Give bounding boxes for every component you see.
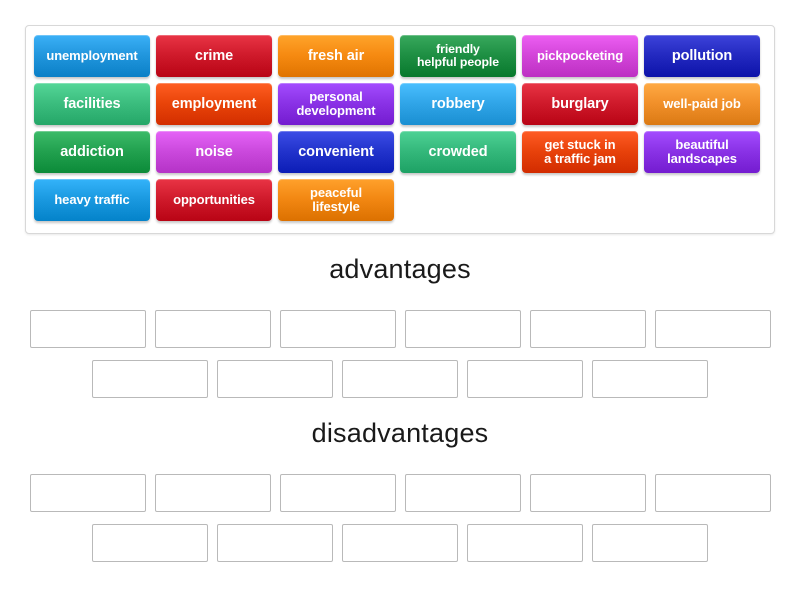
word-tile[interactable]: fresh air	[278, 35, 394, 77]
dropzone-slot[interactable]	[404, 310, 521, 348]
category-advantages: advantages	[0, 252, 800, 398]
dropzone-slot[interactable]	[654, 310, 771, 348]
word-tile-label: addiction	[60, 143, 124, 160]
word-tile[interactable]: facilities	[34, 83, 150, 125]
word-tile[interactable]: robbery	[400, 83, 516, 125]
word-tile-label: unemployment	[46, 48, 138, 63]
word-tile[interactable]: employment	[156, 83, 272, 125]
word-tile-label: burglary	[551, 95, 609, 112]
dropzone-slot[interactable]	[92, 360, 208, 398]
word-tile[interactable]: crowded	[400, 131, 516, 173]
word-tile[interactable]: well-paid job	[644, 83, 760, 125]
word-tile[interactable]: opportunities	[156, 179, 272, 221]
word-tile-label: fresh air	[307, 47, 365, 64]
dropzone-slot[interactable]	[279, 310, 396, 348]
word-tile-label: convenient	[298, 143, 374, 160]
word-tile-label: beautiful landscapes	[667, 137, 737, 166]
word-tile-label: get stuck in a traffic jam	[544, 137, 616, 166]
category-disadvantages: disadvantages	[0, 416, 800, 562]
word-tile[interactable]: heavy traffic	[34, 179, 150, 221]
dropzone-slot[interactable]	[342, 524, 458, 562]
word-tile-label: crowded	[428, 143, 488, 160]
dropzone-slot[interactable]	[92, 524, 208, 562]
dropzone-slot[interactable]	[279, 474, 396, 512]
dropzone-slot[interactable]	[29, 474, 146, 512]
dropzone-slot[interactable]	[154, 474, 271, 512]
word-tile-label: well-paid job	[663, 96, 741, 111]
dropzone-slot[interactable]	[342, 360, 458, 398]
word-tile[interactable]: pickpocketing	[522, 35, 638, 77]
word-tile[interactable]: beautiful landscapes	[644, 131, 760, 173]
word-tile[interactable]: peaceful lifestyle	[278, 179, 394, 221]
word-tile[interactable]: convenient	[278, 131, 394, 173]
category-title-disadvantages: disadvantages	[311, 418, 489, 448]
word-tile-label: noise	[195, 143, 233, 160]
word-tile[interactable]: unemployment	[34, 35, 150, 77]
dropzone-slot[interactable]	[592, 360, 708, 398]
word-tile-label: peaceful lifestyle	[310, 185, 362, 214]
dropzone-slot[interactable]	[529, 310, 646, 348]
word-tile-label: employment	[171, 95, 257, 112]
word-bank-panel: unemployment crime fresh air friendly helpf…	[25, 25, 775, 234]
word-tile[interactable]: burglary	[522, 83, 638, 125]
category-title-advantages: advantages	[329, 254, 471, 284]
advantages-dropzone-row-2	[0, 360, 800, 398]
dropzone-slot[interactable]	[29, 310, 146, 348]
dropzone-slot[interactable]	[154, 310, 271, 348]
disadvantages-dropzone-row-1	[0, 474, 800, 512]
word-tile-label: facilities	[63, 95, 121, 112]
word-tile[interactable]: addiction	[34, 131, 150, 173]
word-tile[interactable]: personal development	[278, 83, 394, 125]
word-tile-label: personal development	[296, 89, 376, 118]
word-tile-label: heavy traffic	[54, 192, 130, 207]
word-bank-grid: unemployment crime fresh air friendly helpf…	[34, 35, 768, 221]
dropzone-slot[interactable]	[404, 474, 521, 512]
advantages-dropzone-row-1	[0, 310, 800, 348]
dropzone-slot[interactable]	[467, 360, 583, 398]
dropzone-slot[interactable]	[467, 524, 583, 562]
dropzone-slot[interactable]	[529, 474, 646, 512]
word-tile[interactable]: pollution	[644, 35, 760, 77]
disadvantages-dropzone-row-2	[0, 524, 800, 562]
dropzone-slot[interactable]	[592, 524, 708, 562]
word-tile[interactable]: crime	[156, 35, 272, 77]
dropzone-slot[interactable]	[217, 524, 333, 562]
word-tile-label: friendly helpful people	[417, 41, 499, 69]
word-tile-label: crime	[194, 47, 234, 64]
dropzone-slot[interactable]	[654, 474, 771, 512]
word-tile-label: pollution	[671, 47, 733, 64]
word-tile-label: opportunities	[173, 192, 255, 207]
word-tile[interactable]: noise	[156, 131, 272, 173]
word-tile-label: pickpocketing	[536, 48, 624, 63]
word-tile[interactable]: get stuck in a traffic jam	[522, 131, 638, 173]
word-tile-label: robbery	[431, 95, 485, 112]
dropzone-slot[interactable]	[217, 360, 333, 398]
word-tile[interactable]: friendly helpful people	[400, 35, 516, 77]
